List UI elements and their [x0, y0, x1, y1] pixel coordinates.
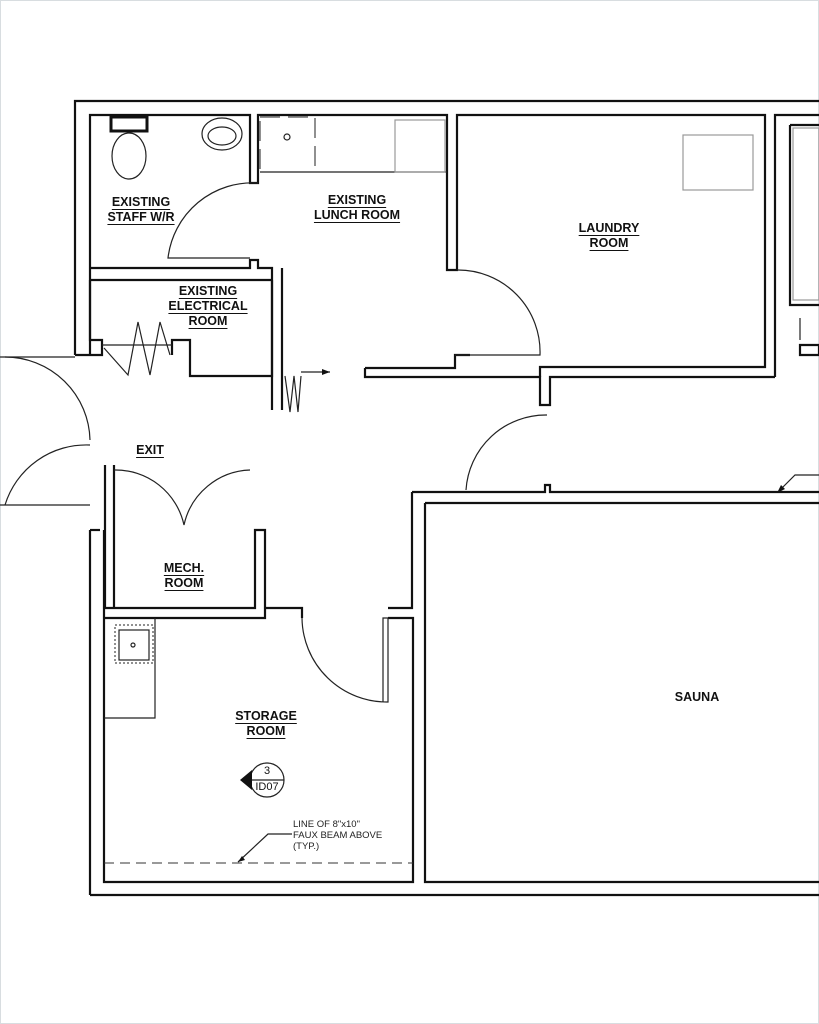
- beam-note: LINE OF 8"x10"FAUX BEAM ABOVE(TYP.): [293, 819, 383, 852]
- doors: [0, 182, 819, 703]
- section-tag-number: 3: [263, 765, 271, 777]
- section-tag-sheet: ID07: [255, 781, 279, 793]
- room-label-exit: EXIT: [136, 443, 164, 457]
- walls: [73, 99, 819, 897]
- fixtures: [104, 115, 819, 864]
- room-label-sauna: SAUNA: [674, 690, 720, 704]
- room-label-mech: MECH.ROOM: [163, 561, 205, 590]
